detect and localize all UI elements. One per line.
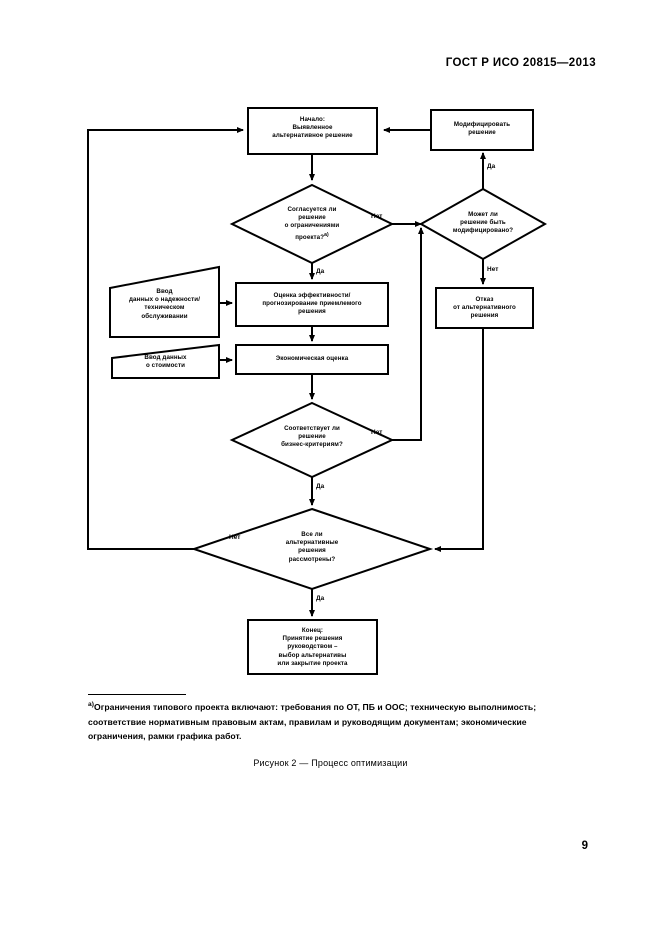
node-economic-label: Экономическая оценка bbox=[275, 355, 349, 362]
node-input-reliability-label: Ввод данных о надежности/ техническом об… bbox=[128, 288, 201, 320]
edge-label-no-all: Нет bbox=[229, 534, 241, 541]
node-decision-constraints-label: Согласуется ли решение о ограничениями п… bbox=[247, 206, 377, 242]
page-number: 9 bbox=[581, 840, 588, 852]
flowchart-figure: Начало: Выявленное альтернативное решени… bbox=[87, 107, 548, 675]
node-reject-label: Отказ от альтернативного решения bbox=[453, 296, 516, 320]
edge-label-no-constraints: Нет bbox=[371, 213, 383, 220]
node-start-label: Начало: Выявленное альтернативное решени… bbox=[272, 116, 353, 140]
flowchart-svg bbox=[87, 107, 548, 675]
footnote-rule bbox=[88, 694, 186, 695]
edge-label-yes-business: Да bbox=[316, 483, 325, 490]
edge-label-yes-can-modify: Да bbox=[487, 163, 496, 170]
node-end-label: Конец: Принятие решения руководством – в… bbox=[277, 627, 348, 667]
node-decision-business-label: Соответствует ли решение бизнес-критерия… bbox=[281, 425, 343, 449]
edge-all-no bbox=[87, 127, 244, 550]
footnote-text: Ограничения типового проекта включают: т… bbox=[88, 702, 537, 742]
node-economic-shape bbox=[235, 344, 389, 375]
node-decision-can-modify-label: Может ли решение быть модифицировано? bbox=[452, 211, 514, 235]
edge-label-no-business: Нет bbox=[371, 429, 383, 436]
node-reject-shape bbox=[435, 287, 534, 329]
edge-label-yes-constraints: Да bbox=[316, 268, 325, 275]
figure-caption: Рисунок 2 — Процесс оптимизации bbox=[253, 758, 408, 768]
node-decision-all-label: Все ли альтернативные решения рассмотрен… bbox=[285, 531, 339, 563]
edge-label-no-can-modify: Нет bbox=[487, 266, 499, 273]
node-modify-label: Модифицировать решение bbox=[453, 121, 511, 137]
node-end-shape bbox=[247, 619, 378, 675]
page-header: ГОСТ Р ИСО 20815—2013 bbox=[445, 57, 596, 69]
node-input-cost-shape bbox=[111, 343, 220, 379]
node-input-cost-label: Ввод данных о стоимости bbox=[144, 354, 187, 370]
node-input-reliability-shape bbox=[109, 265, 220, 338]
decision-constraints-footnote-marker: a) bbox=[324, 231, 329, 238]
footnote-marker: a) bbox=[88, 701, 94, 709]
edge-reject-to-all bbox=[434, 328, 484, 552]
edge-business-no bbox=[392, 227, 424, 441]
edge-label-yes-all: Да bbox=[316, 595, 325, 602]
decision-constraints-text: Согласуется ли решение о ограничениями п… bbox=[284, 206, 340, 241]
footnote: a)Ограничения типового проекта включают:… bbox=[88, 700, 578, 744]
node-evaluate-label: Оценка эффективности/ прогнозирование пр… bbox=[262, 292, 362, 316]
node-modify-shape bbox=[430, 109, 534, 151]
node-start-shape bbox=[247, 107, 378, 155]
